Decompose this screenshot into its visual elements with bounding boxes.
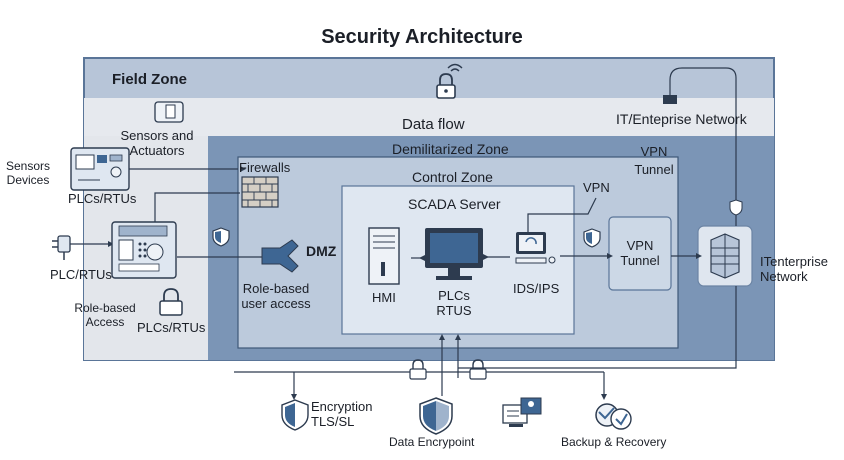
field-zone-label: Field Zone xyxy=(112,71,187,88)
bottom-lock-icon xyxy=(469,359,487,380)
firewall-icon xyxy=(241,176,279,208)
enterprise-network-label: ITenterprise Network xyxy=(760,254,828,284)
plcs-rtus-top-label: PLCs/RTUs xyxy=(68,191,137,206)
small-shield-icon xyxy=(729,199,743,216)
dmz-label: DMZ xyxy=(306,243,337,259)
vpn-label: VPN xyxy=(583,180,610,195)
vpn-tunnel-label: VPN Tunnel xyxy=(620,238,660,268)
shield-icon xyxy=(212,227,230,247)
encryption-label: Encryption TLS/SL xyxy=(311,399,373,429)
plcs-rtus-bottom-label: PLCs/RTUs xyxy=(137,320,206,335)
plcs-rtus-label: PLCs RTUS xyxy=(436,288,472,318)
sensors-devices-label: Sensors Devices xyxy=(5,159,51,187)
encryption-shield-icon xyxy=(281,399,309,431)
backup-recovery-icon xyxy=(595,403,632,430)
backup-recovery-label: Backup & Recovery xyxy=(561,435,667,449)
data-flow-label: Data flow xyxy=(402,116,465,133)
monitor-icon xyxy=(425,228,483,280)
vpn-tunnel-box xyxy=(608,216,672,291)
wifi-lock-icon xyxy=(436,63,463,99)
role-based-user-access-label: Role-based user access xyxy=(241,281,311,311)
sensor-actuator-icon xyxy=(154,101,184,123)
role-based-access-label: Role-based Access xyxy=(74,301,136,329)
it-network-label: IT/Enteprise Network xyxy=(616,111,747,127)
plc-rtu-top-icon xyxy=(70,147,130,191)
diagram-title: Security Architecture xyxy=(321,26,523,48)
hmi-label: HMI xyxy=(372,290,396,305)
it-network-lock-icon xyxy=(663,95,677,104)
shield-icon xyxy=(583,228,601,248)
plug-sensor-icon xyxy=(52,235,71,260)
ids-monitor-icon xyxy=(515,232,556,264)
scada-server-label: SCADA Server xyxy=(408,196,501,212)
padlock-icon xyxy=(159,288,183,316)
ids-ips-label: IDS/IPS xyxy=(513,281,560,296)
server-tower-icon xyxy=(368,227,400,285)
vpn-tunnel-outer-label: VPN Tunnel xyxy=(634,144,674,177)
data-flow-band xyxy=(84,98,774,136)
firewalls-label: Firewalls xyxy=(239,160,291,175)
sensors-actuators-label: Sensors and Actuators xyxy=(120,128,194,158)
server-stack-icon xyxy=(710,233,740,279)
bottom-lock-icon xyxy=(409,359,427,380)
plc-rtus-left-label: PLC/RTUs xyxy=(50,267,112,282)
data-encryption-shield-icon xyxy=(419,397,453,435)
control-zone-label: Control Zone xyxy=(412,169,493,185)
plc-rtu-main-icon xyxy=(111,221,177,279)
admin-console-icon xyxy=(502,397,542,427)
data-encryption-label: Data Encrypoint xyxy=(389,435,475,449)
demilitarized-zone-label: Demilitarized Zone xyxy=(392,141,509,157)
dmz-connector-icon xyxy=(261,239,299,273)
